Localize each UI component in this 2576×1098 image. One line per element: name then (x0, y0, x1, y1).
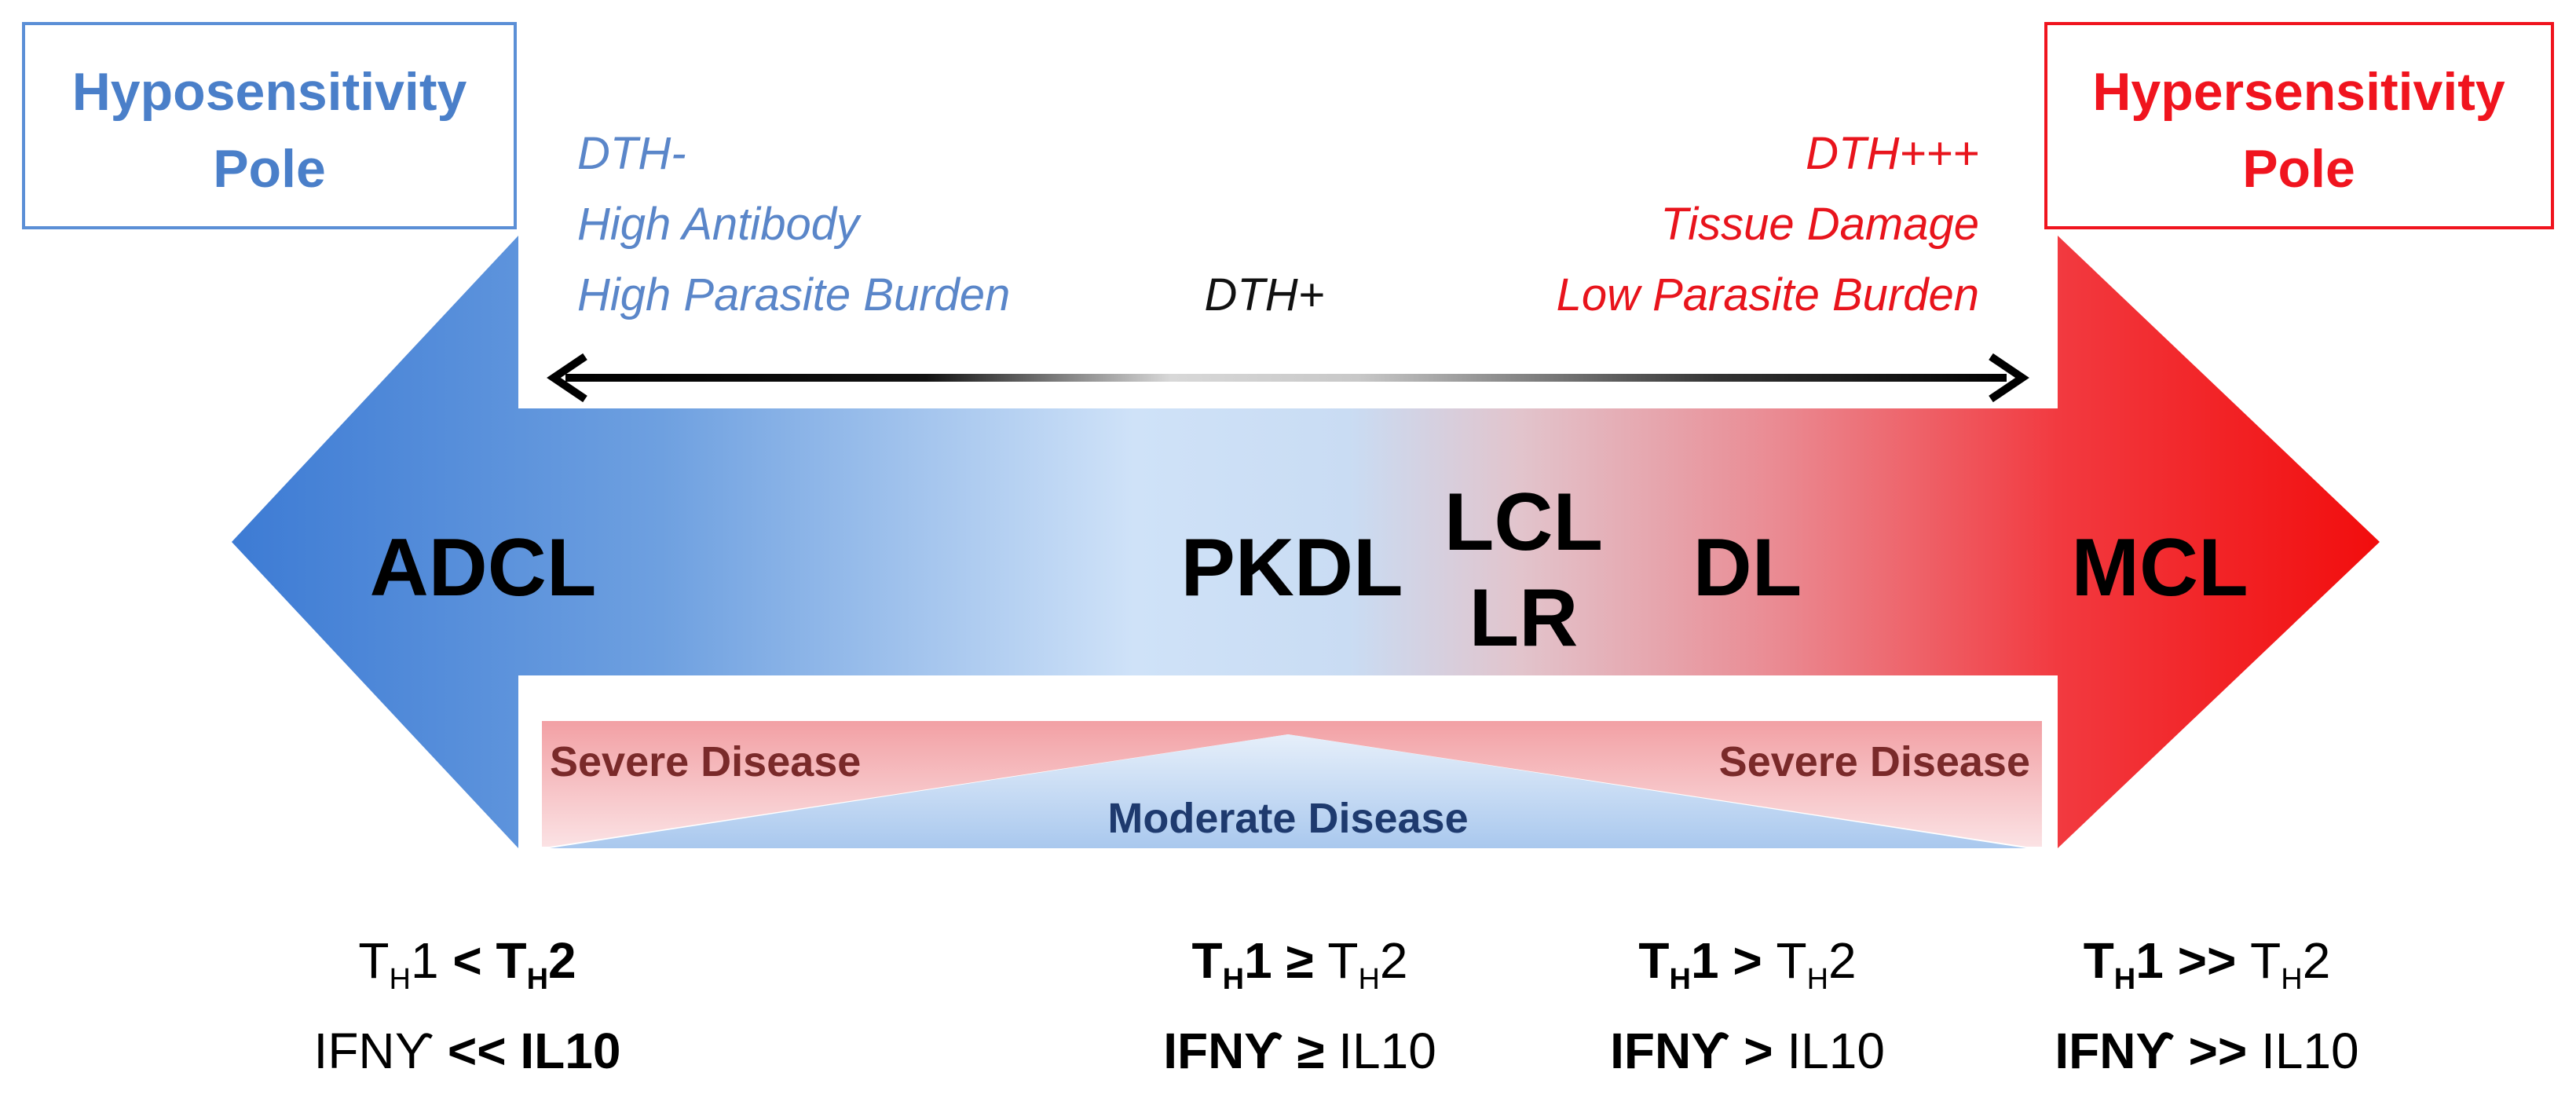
left-descriptor-3: High Parasite Burden (577, 269, 1010, 320)
severe-disease-left: Severe Disease (550, 738, 861, 785)
hyposensitivity-pole-sub: Pole (213, 139, 326, 199)
ifn-ratio-4: IFNϒ >> IL10 (2055, 1023, 2358, 1079)
right-descriptor-2: Tissue Damage (1660, 199, 1979, 250)
center-descriptor: DTH+ (1204, 269, 1324, 320)
left-descriptor-1: DTH- (577, 128, 686, 179)
ratio-col-2: TH1 ≥ TH2 IFNϒ ≥ IL10 (1163, 932, 1436, 1079)
severe-disease-right: Severe Disease (1719, 738, 2030, 785)
hyposensitivity-pole-label: Hyposensitivity (72, 62, 467, 122)
ratio-col-4: TH1 >> TH2 IFNϒ >> IL10 (2055, 932, 2358, 1079)
th-ratio-1: TH1 < TH2 (358, 932, 576, 996)
ifn-ratio-3: IFNϒ > IL10 (1610, 1023, 1885, 1079)
dth-double-arrow (547, 353, 2029, 403)
ratio-col-3: TH1 > TH2 IFNϒ > IL10 (1610, 932, 1885, 1079)
right-descriptor-1: DTH+++ (1806, 128, 1979, 179)
condition-pkdl: PKDL (1180, 522, 1403, 613)
th-ratio-4: TH1 >> TH2 (2084, 932, 2331, 996)
ifn-ratio-1: IFNϒ << IL10 (314, 1023, 621, 1079)
severe-disease-band (542, 721, 2042, 847)
th-ratio-2: TH1 ≥ TH2 (1192, 932, 1408, 996)
hypersensitivity-pole-sub: Pole (2242, 139, 2355, 199)
hyposensitivity-pole-box (22, 22, 517, 229)
condition-lcl: LCL (1444, 477, 1603, 568)
hypersensitivity-pole-box (2044, 22, 2554, 229)
th-ratio-3: TH1 > TH2 (1638, 932, 1856, 996)
condition-dl: DL (1693, 522, 1802, 613)
condition-lr: LR (1469, 573, 1579, 664)
ifn-ratio-2: IFNϒ ≥ IL10 (1163, 1023, 1436, 1079)
spectrum-arrow (232, 236, 2380, 848)
left-descriptor-2: High Antibody (577, 199, 862, 250)
hypersensitivity-pole-label: Hypersensitivity (2092, 62, 2505, 122)
condition-adcl: ADCL (370, 522, 597, 613)
ratio-col-1: TH1 < TH2 IFNϒ << IL10 (314, 932, 621, 1079)
moderate-disease-label: Moderate Disease (1107, 795, 1468, 842)
moderate-disease-band (550, 734, 2026, 848)
condition-mcl: MCL (2071, 522, 2248, 613)
right-descriptor-3: Low Parasite Burden (1557, 269, 1979, 320)
